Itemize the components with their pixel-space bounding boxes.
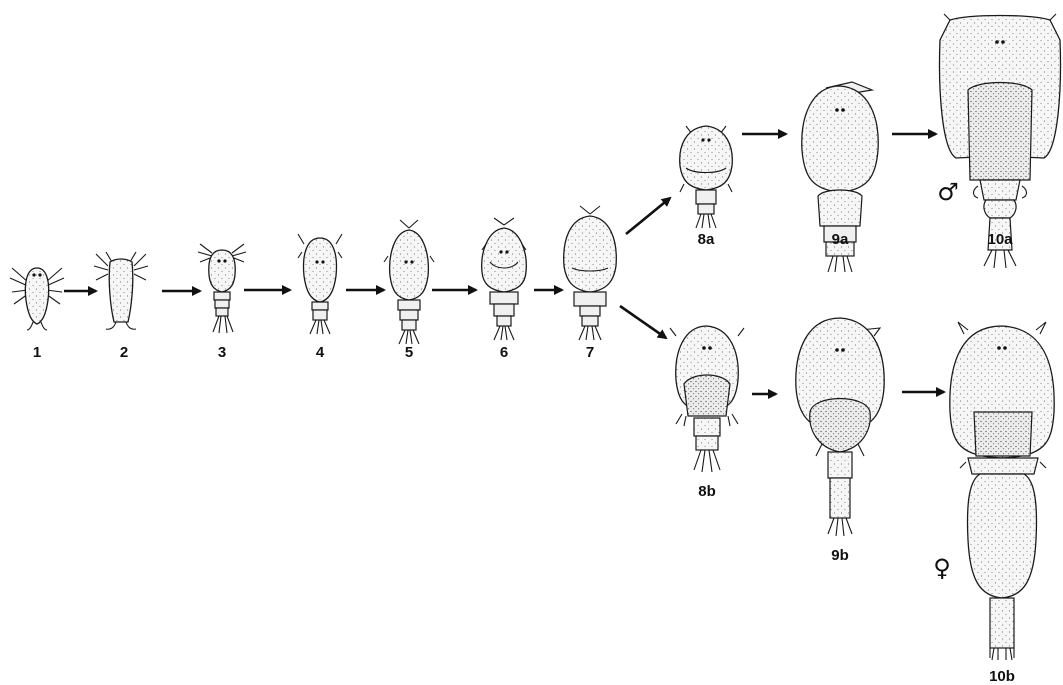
label-stage-8a: 8a	[698, 231, 715, 248]
stage-9a-male	[801, 81, 879, 273]
stage-6-copepodid	[481, 217, 527, 341]
stage-10b-female	[949, 321, 1055, 661]
arrows	[64, 129, 946, 399]
stage-5-copepodid	[383, 219, 435, 345]
label-stage-10b: 10b	[989, 668, 1015, 685]
stage-1-nauplius	[9, 267, 65, 331]
label-stage-7: 7	[586, 344, 594, 361]
stage-4-copepodid	[297, 233, 343, 335]
label-stage-6: 6	[500, 344, 508, 361]
label-stage-3: 3	[218, 344, 226, 361]
label-stage-1: 1	[33, 344, 41, 361]
arrow-7-8b	[619, 304, 668, 340]
label-stage-9b: 9b	[831, 547, 849, 564]
label-stage-10a: 10a	[987, 231, 1013, 248]
label-stage-4: 4	[316, 344, 325, 361]
male-symbol: ♂	[937, 178, 959, 206]
stage-8a-male	[679, 125, 733, 229]
stage-10a-male	[938, 13, 1062, 269]
arrow-7-8a	[625, 196, 672, 236]
stage-2-nauplius	[93, 251, 149, 330]
label-stage-2: 2	[120, 344, 128, 361]
female-symbol: ♀	[933, 554, 951, 582]
stage-7-copepodid	[563, 205, 617, 341]
label-stage-8b: 8b	[698, 483, 716, 500]
label-stage-5: 5	[405, 344, 413, 361]
stage-labels: 1 2 3 4 5 6 7 8a 9a 10a 8b 9b 10b ♂ ♀	[33, 178, 1015, 685]
stage-3-copepodid	[197, 243, 247, 334]
stage-9b-female	[795, 317, 885, 537]
stage-8b-female	[669, 325, 745, 473]
label-stage-9a: 9a	[832, 231, 849, 248]
